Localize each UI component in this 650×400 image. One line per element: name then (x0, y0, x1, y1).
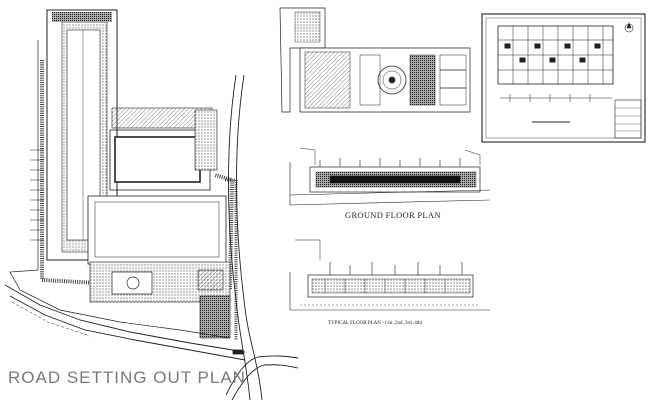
typical-floor-plan-title: TYPICAL FLOOR PLAN - (1st ,2nd ,3rd ,4th… (328, 321, 423, 326)
north-arrow-icon (624, 22, 634, 33)
typical-floor-plan (289, 239, 490, 311)
site-plan (4, 9, 299, 400)
title-block (614, 99, 642, 139)
building-plan-top (279, 7, 471, 113)
framed-floor-sheet (481, 13, 646, 143)
road-setting-out-plan-title: ROAD SETTING OUT PLAN (8, 368, 246, 387)
ground-floor-plan-title: GROUND FLOOR PLAN (345, 210, 441, 220)
north-block-outline (46, 9, 118, 261)
ground-floor-plan (289, 147, 491, 206)
